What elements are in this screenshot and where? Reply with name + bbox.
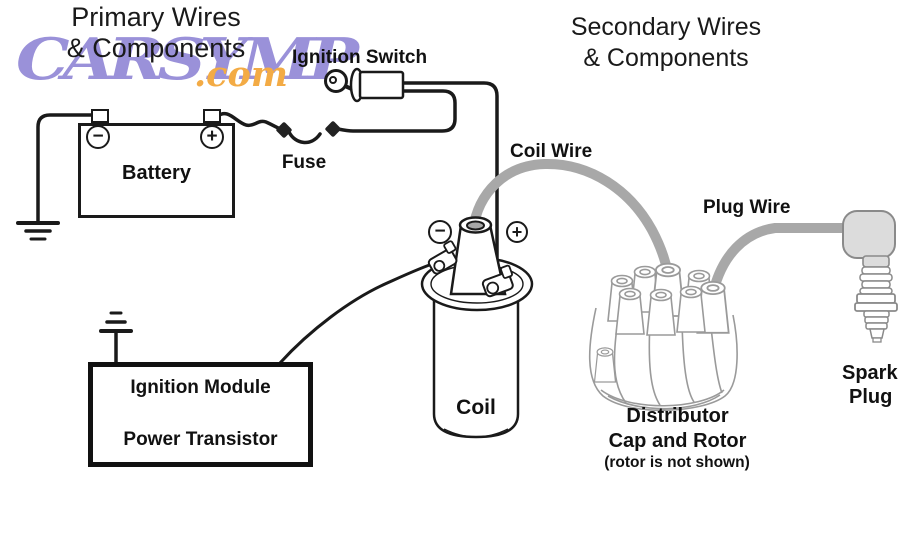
minus-icon: − xyxy=(434,221,446,242)
module-label-line1: Ignition Module xyxy=(130,377,271,398)
minus-icon: − xyxy=(92,126,104,147)
module-ground-symbol xyxy=(99,311,133,364)
distributor-label-line1: Distributor xyxy=(626,405,729,427)
battery-minus-terminal: − xyxy=(86,125,110,149)
coil-plus-marker: + xyxy=(506,221,528,243)
primary-title-line2: & Components xyxy=(66,33,246,63)
ignition-module-box xyxy=(88,362,313,467)
distributor-tower xyxy=(593,347,617,383)
coil-minus-marker: − xyxy=(428,220,452,244)
plug-wire-label: Plug Wire xyxy=(703,197,791,218)
ignition-switch-label: Ignition Switch xyxy=(292,47,428,68)
spark-plug-label-line2: Plug xyxy=(849,386,893,408)
plug-boot xyxy=(842,210,896,259)
primary-title-line1: Primary Wires xyxy=(71,2,241,32)
switch-to-coil-wire xyxy=(401,81,499,286)
coil-positive-terminal xyxy=(481,264,514,298)
fuse-label: Fuse xyxy=(281,152,327,173)
secondary-title-line2: & Components xyxy=(583,44,749,72)
fuse-terminal-left xyxy=(276,122,292,138)
coil-drawing xyxy=(420,216,534,439)
plus-icon: + xyxy=(206,126,218,147)
plug-hex xyxy=(856,293,896,304)
battery-positive-post xyxy=(203,109,221,123)
coil-label: Coil xyxy=(456,396,496,419)
watermark-tld: .com xyxy=(194,54,288,95)
module-label-line2: Power Transistor xyxy=(123,429,278,450)
coil-wire-cable xyxy=(468,158,673,279)
secondary-title-line1: Secondary Wires xyxy=(570,13,762,41)
watermark: CARSYMP .com xyxy=(16,26,359,106)
distributor-label-line3: (rotor is not shown) xyxy=(604,454,750,471)
watermark-brand: CARSYMP xyxy=(16,26,359,93)
distributor-tower xyxy=(646,288,676,336)
spark-plug-drawing xyxy=(842,210,898,343)
distributor-tower xyxy=(676,285,706,333)
switch-cylinder xyxy=(358,70,405,100)
distributor-drawing xyxy=(588,262,738,412)
plus-icon: + xyxy=(511,221,523,242)
plug-tip xyxy=(869,328,885,339)
ignition-switch-drawing xyxy=(324,67,405,103)
coil-negative-terminal xyxy=(427,240,458,275)
battery-negative-post xyxy=(91,109,109,123)
battery-label: Battery xyxy=(122,162,191,184)
plug-wire-cable xyxy=(708,223,857,298)
spark-plug-label-line1: Spark xyxy=(842,362,898,384)
battery-plus-terminal: + xyxy=(200,125,224,149)
battery-ground-wire xyxy=(16,113,94,241)
distributor-label-line2: Cap and Rotor xyxy=(608,430,747,452)
fuse-terminal-right xyxy=(325,121,341,137)
fuse-wire xyxy=(216,89,457,145)
distributor-tower xyxy=(615,287,645,335)
secondary-title: Secondary Wires & Components xyxy=(558,12,774,74)
coil-wire-label: Coil Wire xyxy=(510,141,593,162)
primary-title: Primary Wires & Components xyxy=(58,2,254,64)
module-to-coil-wire xyxy=(278,260,440,365)
